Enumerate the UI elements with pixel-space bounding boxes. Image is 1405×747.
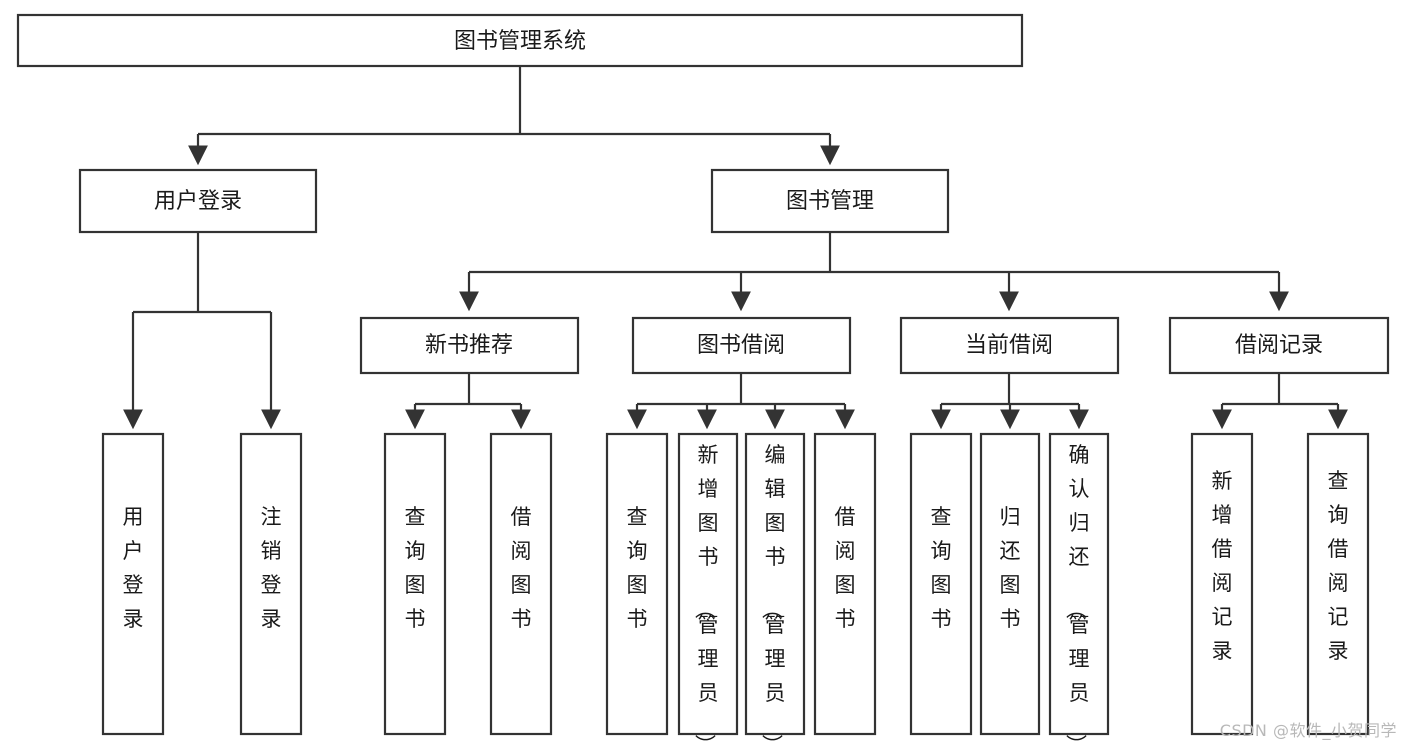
node-current-borrow-label: 当前借阅 [965, 333, 1053, 358]
connector-group-user-login [123, 232, 281, 430]
connector-group-borrow-record [1212, 373, 1348, 430]
node-borrow-record[interactable]: 借阅记录 [1168, 316, 1390, 375]
csdn-watermark: CSDN @软件_小贺同学 [1219, 721, 1397, 740]
node-leaf-add-record-label: 新增借阅记录 [1212, 469, 1233, 663]
node-book-borrow[interactable]: 图书借阅 [631, 316, 852, 375]
node-book-manage-label: 图书管理 [786, 189, 874, 214]
node-leaf-return-book-label: 归还图书 [1000, 505, 1021, 631]
node-leaf-confirm-return[interactable]: 确认归还（管理员） [1048, 432, 1110, 747]
node-borrow-record-label: 借阅记录 [1235, 333, 1323, 358]
node-leaf-logout-box[interactable] [239, 432, 303, 736]
node-book-borrow-label: 图书借阅 [697, 333, 785, 358]
node-new-book-recommend-box[interactable] [359, 316, 580, 375]
node-root-label: 图书管理系统 [454, 29, 586, 54]
node-user-login[interactable]: 用户登录 [78, 168, 318, 234]
node-current-borrow-box[interactable] [899, 316, 1120, 375]
node-leaf-edit-book-box[interactable] [744, 432, 806, 736]
node-book-manage-box[interactable] [710, 168, 950, 234]
connector-group-new-book-recommend [405, 373, 531, 430]
node-root-box[interactable] [16, 13, 1024, 68]
connector-group-current-borrow [931, 373, 1089, 430]
node-leaf-logout-label: 注销登录 [261, 505, 282, 631]
node-leaf-borrow-book-2-box[interactable] [813, 432, 877, 736]
node-leaf-borrow-book-2[interactable]: 借阅图书 [813, 432, 877, 736]
node-leaf-query-record[interactable]: 查询借阅记录 [1306, 432, 1370, 736]
node-borrow-record-box[interactable] [1168, 316, 1390, 375]
node-leaf-add-book-label: 新增图书（管理员） [693, 443, 719, 747]
node-leaf-confirm-return-label: 确认归还（管理员） [1064, 443, 1090, 747]
node-leaf-confirm-return-box[interactable] [1048, 432, 1110, 736]
node-leaf-query-book-3-label: 查询图书 [931, 505, 952, 631]
node-leaf-edit-book-label: 编辑图书（管理员） [760, 443, 786, 747]
node-leaf-borrow-book-2-label: 借阅图书 [835, 505, 856, 631]
node-leaf-add-book[interactable]: 新增图书（管理员） [677, 432, 739, 747]
node-leaf-query-record-label: 查询借阅记录 [1328, 469, 1349, 663]
node-leaf-query-book-3[interactable]: 查询图书 [909, 432, 973, 736]
node-leaf-add-record[interactable]: 新增借阅记录 [1190, 432, 1254, 736]
node-leaf-user-login[interactable]: 用户登录 [101, 432, 165, 736]
node-leaf-add-book-box[interactable] [677, 432, 739, 736]
node-leaf-borrow-book-1-box[interactable] [489, 432, 553, 736]
connector-group-root [188, 66, 840, 166]
node-leaf-add-record-box[interactable] [1190, 432, 1254, 736]
node-leaf-logout[interactable]: 注销登录 [239, 432, 303, 736]
node-user-login-label: 用户登录 [154, 189, 242, 214]
node-leaf-user-login-label: 用户登录 [123, 505, 144, 631]
node-root[interactable]: 图书管理系统 [16, 13, 1024, 68]
node-leaf-query-record-box[interactable] [1306, 432, 1370, 736]
node-leaf-query-book-1-label: 查询图书 [405, 505, 426, 631]
node-leaf-edit-book[interactable]: 编辑图书（管理员） [744, 432, 806, 747]
node-current-borrow[interactable]: 当前借阅 [899, 316, 1120, 375]
node-leaf-query-book-2[interactable]: 查询图书 [605, 432, 669, 736]
node-leaf-return-book-box[interactable] [979, 432, 1041, 736]
node-leaf-query-book-2-label: 查询图书 [627, 505, 648, 631]
node-new-book-recommend[interactable]: 新书推荐 [359, 316, 580, 375]
node-leaf-borrow-book-1-label: 借阅图书 [511, 505, 532, 631]
node-leaf-query-book-2-box[interactable] [605, 432, 669, 736]
connector-group-book-manage [459, 232, 1289, 312]
node-book-borrow-box[interactable] [631, 316, 852, 375]
node-book-manage[interactable]: 图书管理 [710, 168, 950, 234]
node-leaf-user-login-box[interactable] [101, 432, 165, 736]
node-leaf-borrow-book-1[interactable]: 借阅图书 [489, 432, 553, 736]
node-leaf-query-book-3-box[interactable] [909, 432, 973, 736]
node-leaf-return-book[interactable]: 归还图书 [979, 432, 1041, 736]
node-leaf-query-book-1[interactable]: 查询图书 [383, 432, 447, 736]
node-leaf-query-book-1-box[interactable] [383, 432, 447, 736]
node-user-login-box[interactable] [78, 168, 318, 234]
connector-group-book-borrow [627, 373, 855, 430]
node-new-book-recommend-label: 新书推荐 [425, 333, 513, 358]
